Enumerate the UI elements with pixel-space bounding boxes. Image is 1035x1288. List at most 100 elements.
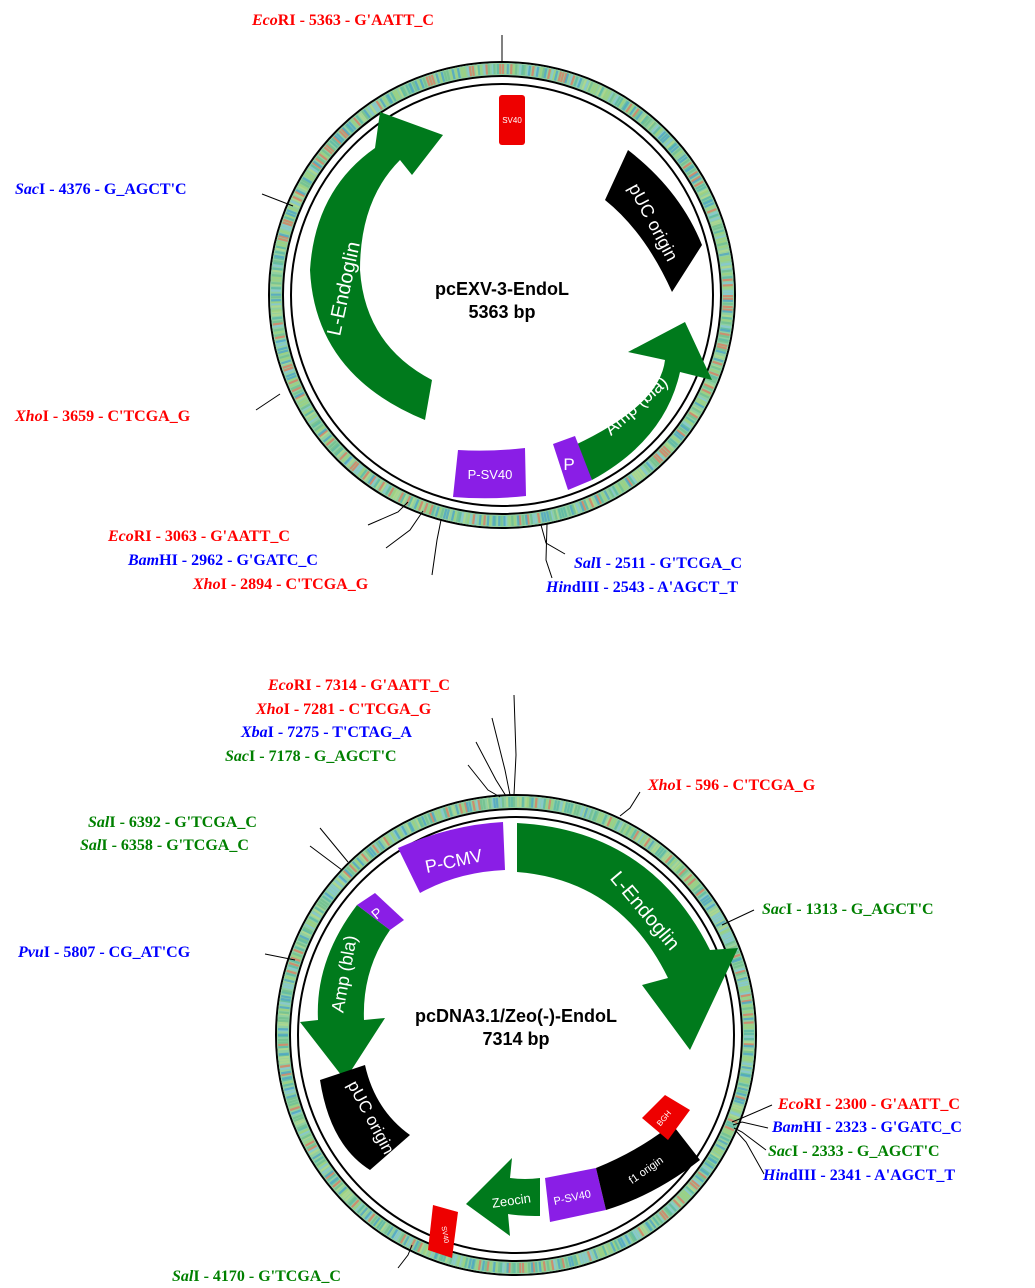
sequence-tick [656,847,665,857]
sequence-tick [599,1246,606,1257]
site-label-bamhi-2962: BamHI - 2962 - G'GATC_C [127,552,318,569]
sequence-tick [603,1244,610,1255]
sequence-tick [338,130,348,139]
sequence-tick [372,1217,381,1227]
sequence-tick [655,1214,664,1224]
sequence-tick [740,993,751,998]
sequence-tick [430,505,437,516]
sequence-tick [363,471,372,482]
sequence-tick [684,165,695,173]
sequence-tick [271,279,282,282]
sequence-tick [607,92,615,102]
sequence-tick [513,515,517,526]
sequence-tick [738,1082,749,1087]
sequence-tick [462,512,467,523]
sequence-tick [725,940,736,947]
sequence-tick [363,850,372,860]
sequence-tick [569,803,574,814]
sequence-tick [648,121,657,131]
sequence-tick [546,1260,550,1271]
sequence-tick [706,207,717,214]
sequence-tick [307,919,317,926]
sequence-tick [411,81,418,92]
sequence-tick [440,71,446,83]
site-leader-lines [255,35,566,579]
sequence-tick [405,823,412,834]
site-label-ecori-3063: EcoRI - 3063 - G'AATT_C [107,528,290,545]
sequence-tick [442,807,448,819]
sequence-tick [396,827,404,838]
sequence-tick [278,349,289,354]
sequence-tick [693,180,704,188]
sequence-tick [742,1056,753,1060]
plasmid-size: 7314 bp [482,1029,549,1049]
sequence-tick [722,305,733,309]
sequence-tick [710,219,721,225]
sequence-tick [428,75,434,86]
sequence-tick [603,490,611,501]
sequence-tick [301,1133,312,1140]
sequence-tick [701,1165,712,1173]
sequence-tick [715,236,727,242]
sequence-tick [468,513,473,524]
backbone-inner-circle [289,808,743,1262]
sequence-tick [427,813,434,824]
sequence-tick [294,190,305,198]
sequence-tick [680,158,690,167]
sequence-tick [544,798,549,810]
sequence-tick [305,171,316,179]
sequence-tick [292,195,303,202]
sequence-tick [569,1256,575,1267]
sequence-tick [463,1257,469,1268]
sequence-tick [522,65,526,76]
sequence-tick [284,978,295,984]
sequence-tick [672,1199,682,1208]
sequence-tick [663,1207,672,1217]
sequence-tick [383,1224,392,1235]
sequence-tick [567,1256,572,1267]
sequence-tick [431,811,437,822]
sequence-tick [336,877,346,886]
sequence-tick [521,64,525,76]
sv40-feature [428,1205,458,1258]
sequence-tick [274,250,286,255]
sequence-tick [280,356,291,362]
sequence-tick [617,482,625,493]
amp-bla-arrow [300,905,390,1080]
sequence-tick [542,798,547,809]
backbone-outer-circle [275,794,757,1276]
sequence-tick [316,155,326,164]
amp-bla-arrow [575,322,712,480]
sequence-tick [283,366,294,372]
sequence-tick [589,83,596,94]
sequence-tick [312,160,323,169]
sequence-tick [326,1173,337,1182]
sequence-tick [659,133,669,142]
sequence-tick [742,1062,753,1066]
sequence-tick [500,797,503,808]
sequence-tick [715,920,726,927]
sequence-tick [454,68,459,79]
sv40-feature [499,95,525,145]
sequence-tick [676,153,687,162]
sequence-tick [733,963,744,969]
sequence-tick [271,282,282,285]
sequence-tick [721,1131,732,1139]
sequence-tick [280,999,291,1003]
sequence-tick [620,1236,628,1247]
sequence-tick [676,429,686,437]
sequence-tick [606,1243,613,1254]
sequence-tick [294,391,305,399]
sequence-tick [583,80,590,91]
sequence-tick [282,1077,293,1082]
sequence-tick [346,458,355,468]
sequence-tick [572,804,577,815]
sequence-tick [279,1005,290,1010]
sequence-tick [342,1190,352,1200]
sequence-tick [288,964,299,970]
sequence-tick [721,267,732,272]
sequence-tick [284,975,296,981]
sequence-tick [466,66,471,77]
sequence-tick [394,490,401,501]
sequence-tick [275,245,287,250]
